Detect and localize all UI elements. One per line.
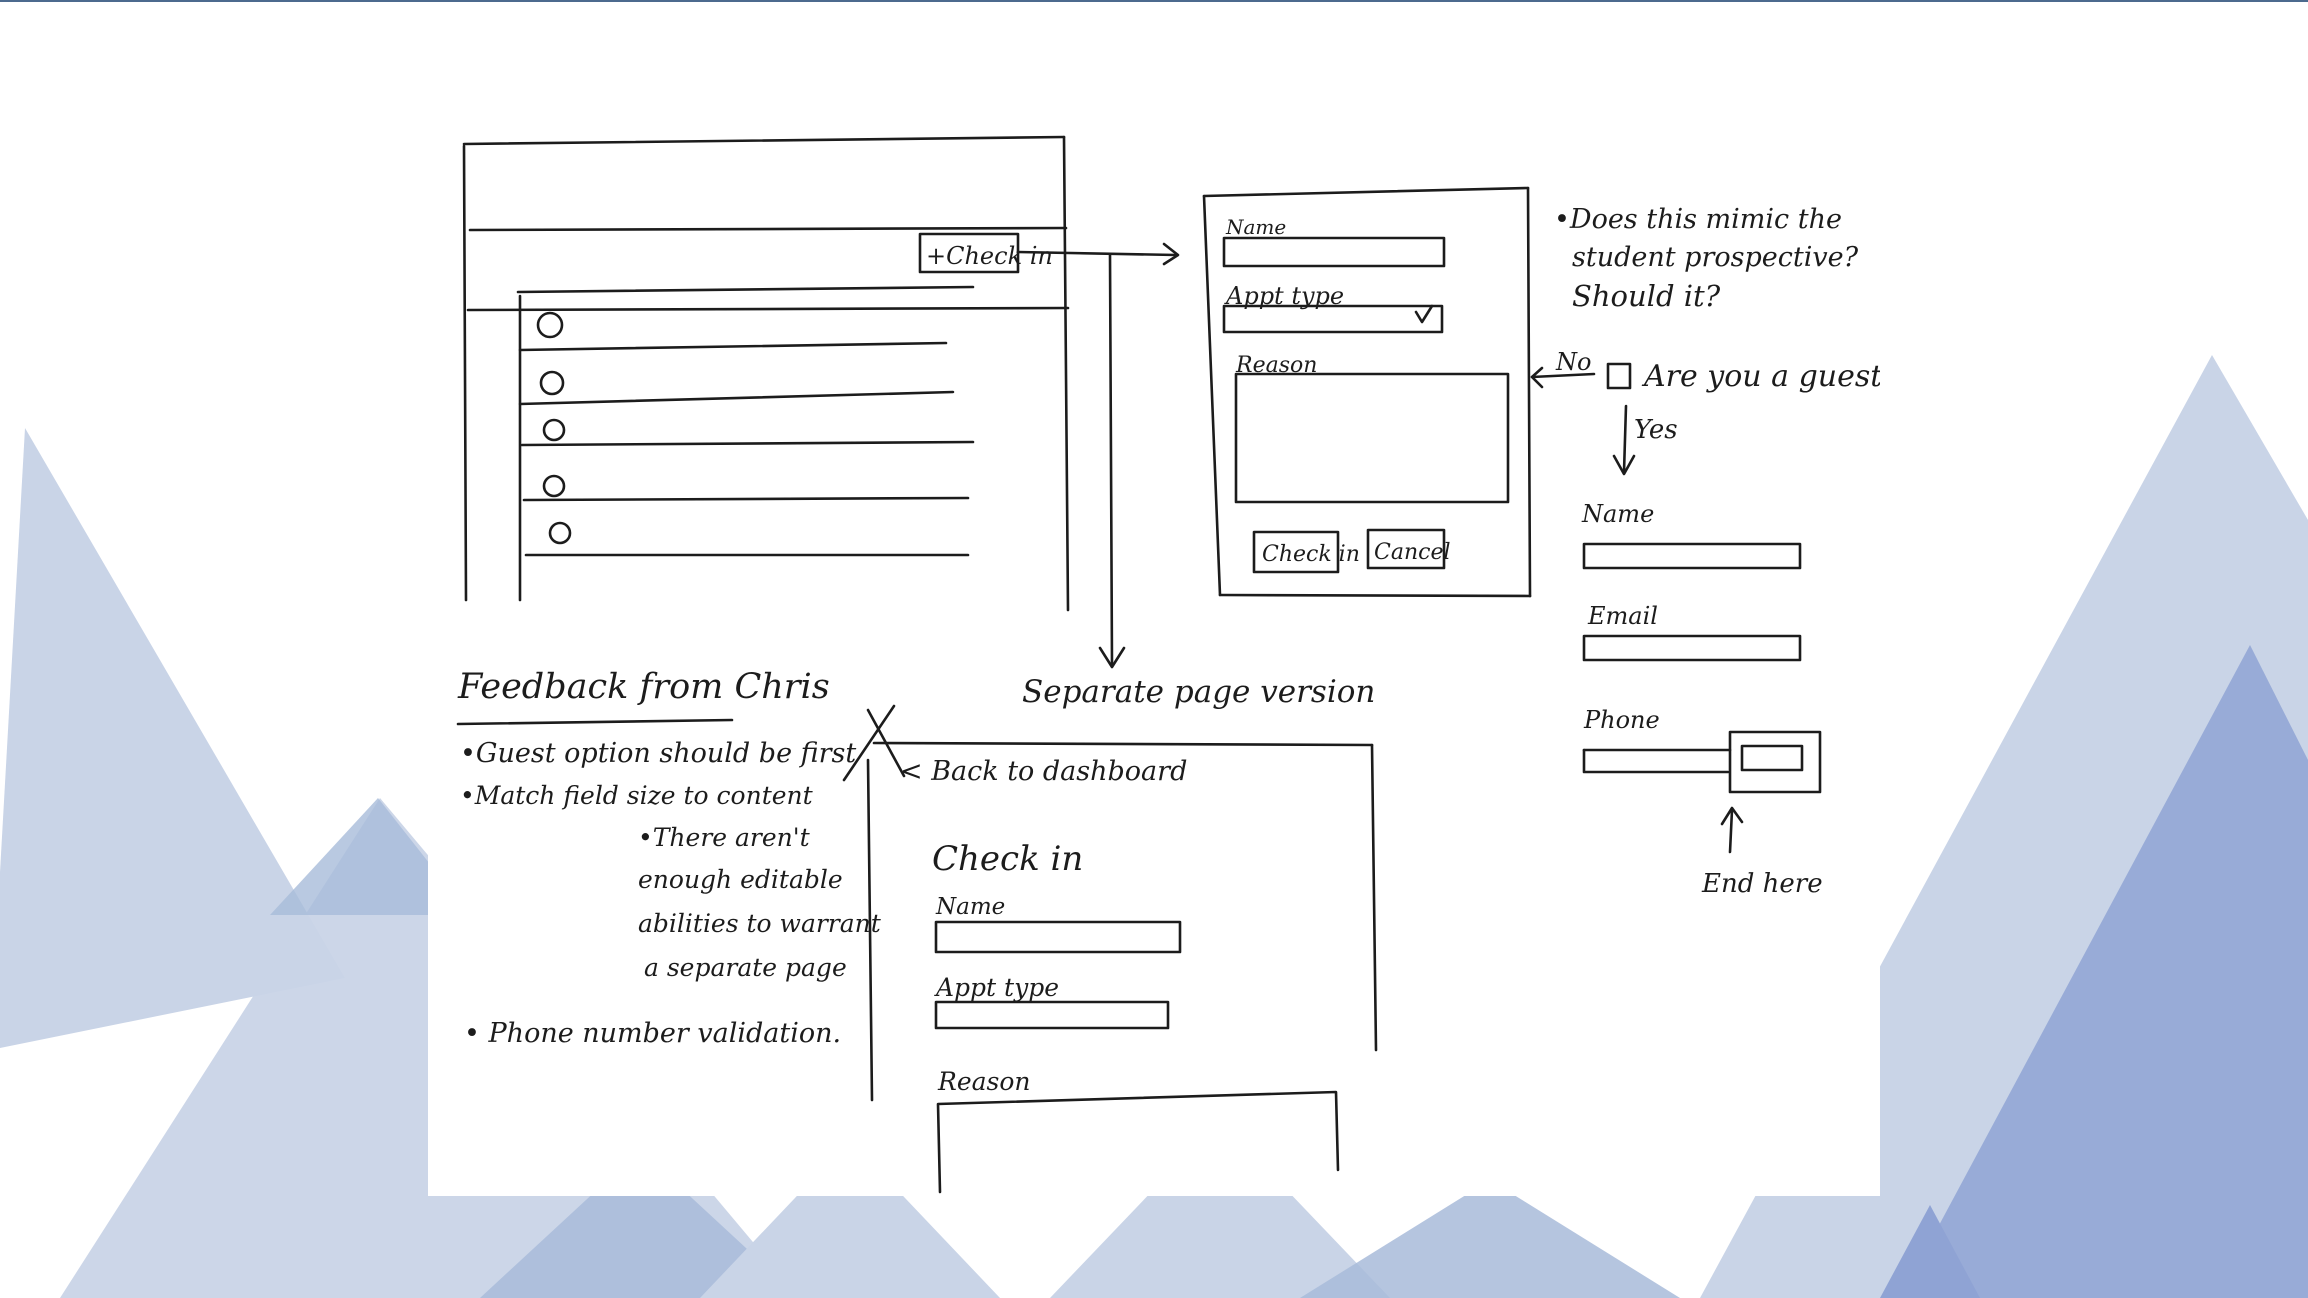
arrowhead-right [1162, 242, 1180, 266]
bg-triangle-right-dark [1900, 645, 2308, 1298]
back-to-dashboard-link[interactable]: < Back to dashboard [900, 756, 1187, 787]
guest-name-field[interactable] [1582, 542, 1802, 570]
dashboard-wireframe: +Check in [462, 135, 1070, 612]
modal-appt-type-select[interactable] [1222, 304, 1444, 334]
list-avatar [539, 370, 565, 396]
bg-triangle-bottom-3 [1050, 1120, 1390, 1298]
modal-wireframe: Name Appt type Reason Check in Cancel [1202, 186, 1532, 598]
feedback-bullet3: • Phone number validation. [464, 1018, 841, 1049]
separate-page-title: Separate page version [1022, 674, 1375, 710]
feedback-sub1: •There aren't [638, 823, 811, 852]
arrow-yes [1622, 404, 1628, 474]
arrow-to-separate-page [1108, 253, 1114, 667]
separate-page-name-field[interactable] [934, 920, 1182, 954]
guest-end-note: End here [1701, 869, 1823, 899]
arrowhead-down [1612, 454, 1636, 476]
guest-phone-field[interactable] [1582, 748, 1730, 774]
feedback-bullet2: •Match field size to content [460, 781, 814, 810]
separate-page-reason-textarea[interactable] [936, 1090, 1340, 1194]
arrow-no [1530, 372, 1596, 379]
modal-cancel-label: Cancel [1374, 540, 1451, 565]
sketch-drawing: +Check in [456, 135, 1880, 1194]
list-avatar [548, 521, 572, 545]
modal-reason-textarea[interactable] [1234, 372, 1510, 504]
list-avatar [536, 311, 564, 339]
side-note-line3: Should it? [1572, 279, 1721, 313]
feedback-sub3: abilities to warrant [638, 909, 882, 938]
bg-triangle-left-accent [270, 798, 470, 915]
bg-triangle-bottom-2 [700, 1140, 1000, 1298]
feedback-title: Feedback from Chris [457, 667, 830, 707]
modal-checkin-label: Check in [1262, 542, 1360, 567]
guest-question-label: Are you a guest? [1641, 359, 1880, 394]
side-note-line1: •Does this mimic the [1554, 204, 1842, 235]
list-avatar [542, 474, 566, 498]
modal-cancel-button[interactable] [1366, 528, 1446, 570]
guest-email-label: Email [1587, 602, 1658, 630]
arrowhead-down [1098, 646, 1126, 669]
modal-name-label: Name [1225, 215, 1286, 239]
chevron-down-icon [1414, 304, 1434, 324]
arrowhead-left [1530, 366, 1544, 389]
guest-yes-label: Yes [1634, 415, 1678, 445]
bg-triangle-bottom-1 [480, 1150, 800, 1298]
guest-phone-label: Phone [1583, 706, 1660, 734]
dashboard-checkin-label: +Check in [926, 242, 1053, 270]
separate-page-wireframe: Separate page version < Back to dashboar… [842, 674, 1378, 1194]
guest-email-field[interactable] [1582, 634, 1802, 662]
guest-name-label: Name [1581, 500, 1654, 528]
guest-phone-inner [1740, 744, 1804, 772]
arrowhead-up [1720, 806, 1744, 826]
bg-triangle-bottom-4 [1300, 1180, 1680, 1298]
list-avatar [542, 418, 566, 442]
modal-checkin-button[interactable] [1252, 530, 1340, 574]
separate-page-reason-label: Reason [937, 1067, 1031, 1096]
guest-phone-highlight [1728, 730, 1822, 794]
arrow-to-modal [1016, 250, 1178, 257]
bg-triangle-right-small [1880, 1205, 1980, 1298]
guest-no-label: No [1555, 348, 1591, 376]
separate-page-heading: Check in [932, 839, 1083, 879]
bg-triangle-left-large [0, 428, 345, 1048]
feedback-notes: Feedback from Chris •Guest option should… [456, 667, 882, 1049]
wireframe-sketch: +Check in [428, 100, 1880, 1196]
cross-mark [866, 708, 906, 778]
top-rule [0, 0, 2308, 2]
separate-page-appt-type-field[interactable] [934, 1000, 1170, 1030]
arrow-up [1728, 808, 1734, 854]
separate-page-appt-type-label: Appt type [934, 973, 1059, 1002]
side-note-line2: student prospective? [1572, 242, 1859, 273]
feedback-bullet1: •Guest option should be first [460, 738, 856, 769]
feedback-sub2: enough editable [638, 865, 843, 894]
modal-name-field[interactable] [1222, 236, 1446, 268]
feedback-sub4: a separate page [644, 953, 847, 982]
guest-checkbox[interactable] [1606, 362, 1632, 390]
feedback-title-underline [456, 718, 734, 726]
guest-flow: No Are you a guest? Yes Name Email Phone [1530, 348, 1880, 899]
separate-page-name-label: Name [935, 894, 1005, 920]
